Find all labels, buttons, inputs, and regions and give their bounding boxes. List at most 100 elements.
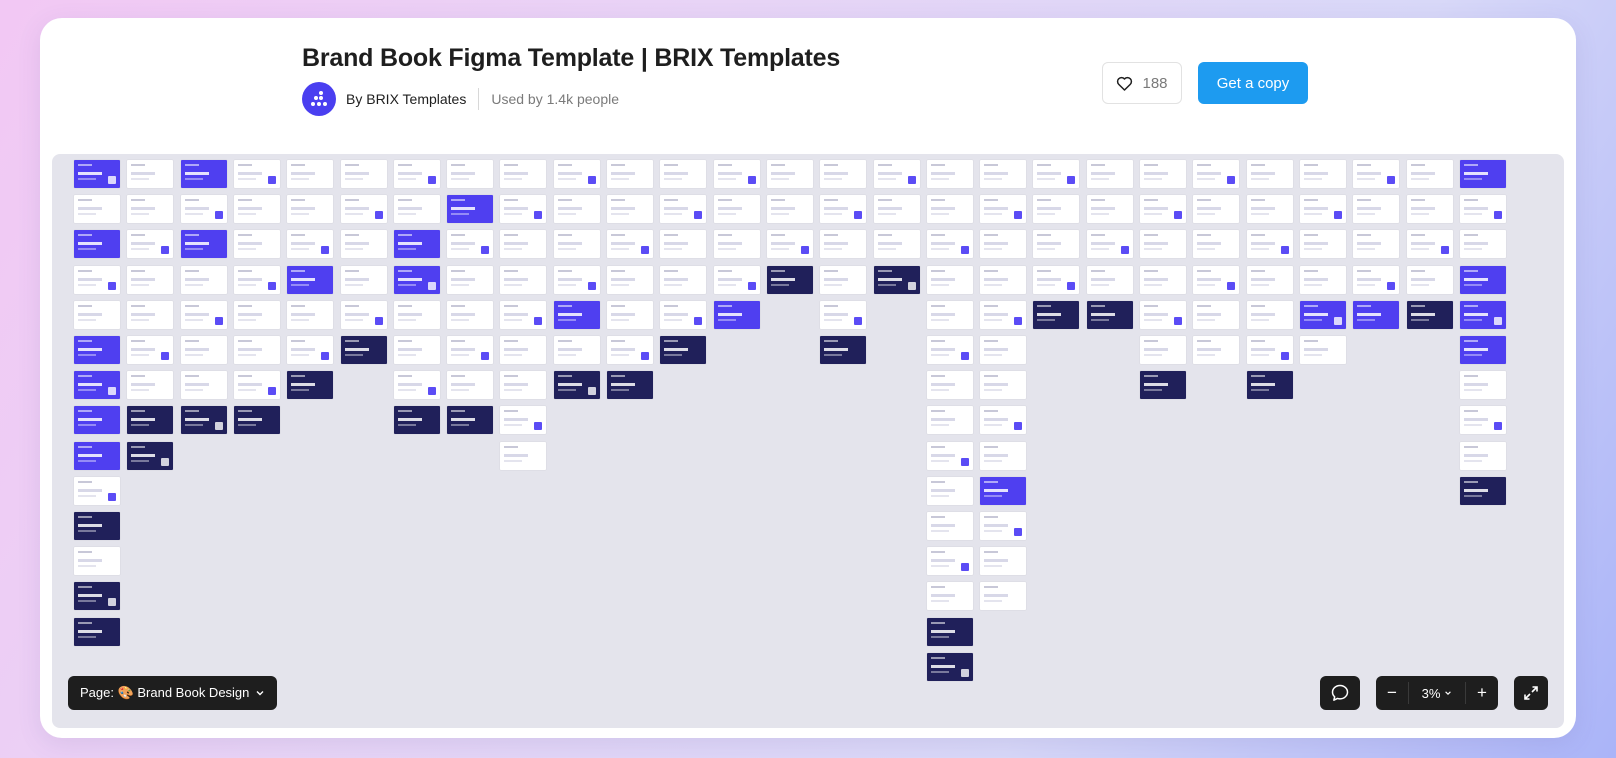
frame-thumbnail-detail: [1197, 164, 1212, 166]
comment-button[interactable]: [1320, 676, 1360, 710]
frame-thumbnail: [74, 512, 120, 540]
frame-thumbnail-detail: [1197, 318, 1216, 321]
frame-thumbnail-detail: [1463, 269, 1478, 272]
frame-thumbnail: [74, 195, 120, 224]
frame-thumbnail-detail: [1463, 340, 1478, 342]
frame-thumbnail-detail: [930, 172, 955, 175]
frame-thumbnail-detail: [557, 234, 572, 237]
frame-thumbnail-detail: [984, 551, 999, 554]
frame-thumbnail-detail: [1463, 318, 1482, 321]
chevron-down-icon: [256, 691, 264, 696]
frame-thumbnail-detail: [397, 418, 422, 422]
frame-thumbnail-detail: [534, 211, 543, 220]
frame-thumbnail-detail: [451, 242, 476, 246]
frame-thumbnail-detail: [984, 594, 1009, 598]
frame-thumbnail: [1459, 195, 1506, 224]
file-canvas-preview[interactable]: Page: 🎨 Brand Book Design − 3% +: [52, 154, 1564, 728]
frame-thumbnail: [926, 230, 973, 259]
frame-thumbnail-detail: [397, 304, 412, 307]
frame-thumbnail: [1086, 195, 1133, 224]
frame-thumbnail-detail: [1197, 207, 1222, 211]
frame-thumbnail-detail: [78, 248, 96, 251]
frame-thumbnail-detail: [1250, 340, 1265, 342]
frame-thumbnail: [74, 617, 120, 646]
frame-thumbnail-detail: [1410, 178, 1429, 180]
frame-thumbnail-detail: [587, 176, 596, 184]
frame-thumbnail-detail: [267, 281, 276, 290]
frame-thumbnail-detail: [930, 383, 955, 387]
frame-thumbnail-detail: [1144, 283, 1162, 286]
fullscreen-button[interactable]: [1514, 676, 1548, 710]
zoom-in-button[interactable]: +: [1477, 683, 1487, 702]
frame-thumbnail-detail: [374, 316, 383, 325]
frame-thumbnail-detail: [237, 242, 262, 246]
frame-thumbnail-detail: [131, 164, 146, 166]
frame-thumbnail-detail: [717, 283, 736, 286]
frame-thumbnail-detail: [504, 375, 519, 378]
frame-thumbnail-detail: [611, 207, 635, 211]
frame-thumbnail-detail: [504, 283, 523, 286]
frame-thumbnail-detail: [611, 340, 625, 342]
frame-thumbnail-detail: [611, 277, 635, 281]
frame-thumbnail: [287, 371, 334, 400]
frame-thumbnail-detail: [131, 178, 150, 180]
frame-thumbnail-detail: [1410, 213, 1429, 216]
frame-thumbnail-detail: [1357, 277, 1382, 281]
frame-thumbnail-detail: [504, 389, 523, 392]
frame-thumbnail-detail: [291, 207, 316, 211]
frame-thumbnail-detail: [824, 213, 843, 216]
frame-thumbnail-detail: [78, 565, 96, 568]
frame-thumbnail-detail: [800, 246, 809, 255]
frame-thumbnail: [980, 441, 1027, 470]
get-a-copy-button[interactable]: Get a copy: [1198, 62, 1308, 104]
frame-thumbnail-detail: [1357, 213, 1376, 216]
frame-thumbnail-detail: [451, 375, 466, 378]
frame-thumbnail-detail: [824, 178, 843, 180]
frame-thumbnail: [873, 195, 920, 224]
frame-thumbnail-detail: [1197, 340, 1212, 342]
frame-thumbnail-detail: [184, 389, 203, 392]
frame-thumbnail-detail: [984, 516, 999, 518]
frame-thumbnail-detail: [1250, 164, 1265, 166]
frame-thumbnail: [74, 406, 120, 435]
author-name-link[interactable]: By BRIX Templates: [346, 91, 467, 107]
frame-thumbnail-detail: [131, 424, 150, 427]
frame-thumbnail-detail: [984, 383, 1009, 387]
frame-thumbnail-detail: [557, 207, 582, 211]
frame-thumbnail: [1193, 265, 1240, 294]
author-avatar[interactable]: [302, 82, 336, 116]
frame-thumbnail-detail: [184, 269, 199, 272]
frame-thumbnail-detail: [747, 176, 756, 184]
frame-thumbnail-detail: [291, 269, 306, 272]
frame-thumbnail-detail: [557, 354, 576, 356]
frame-thumbnail-detail: [664, 348, 689, 351]
comment-icon: [1331, 684, 1349, 701]
frame-thumbnail: [500, 195, 547, 224]
frame-thumbnail-detail: [1493, 422, 1502, 431]
frame-thumbnail-detail: [291, 248, 310, 251]
zoom-level-dropdown[interactable]: 3%: [1408, 682, 1466, 704]
frame-thumbnail-detail: [131, 283, 150, 286]
frame-thumbnail: [926, 512, 973, 540]
frame-thumbnail-detail: [78, 524, 102, 527]
frame-thumbnail-detail: [184, 312, 209, 316]
frame-thumbnail-detail: [397, 389, 416, 392]
frame-thumbnail-detail: [131, 199, 146, 202]
page-selector-button[interactable]: Page: 🎨 Brand Book Design: [68, 676, 278, 710]
frame-thumbnail-detail: [1357, 172, 1382, 175]
frame-thumbnail-detail: [824, 248, 843, 251]
frame-thumbnail-detail: [1197, 269, 1212, 272]
frame-thumbnail: [607, 230, 653, 259]
frame-thumbnail-detail: [78, 629, 102, 633]
frame-thumbnail-detail: [504, 410, 519, 413]
frame-thumbnail: [660, 230, 707, 259]
frame-thumbnail-detail: [78, 172, 102, 175]
frame-thumbnail-detail: [1037, 318, 1056, 321]
like-button[interactable]: 188: [1102, 62, 1182, 104]
zoom-level-value: 3%: [1421, 685, 1441, 701]
zoom-out-button[interactable]: −: [1387, 683, 1397, 702]
frame-thumbnail-detail: [1014, 528, 1023, 536]
frame-thumbnail-detail: [930, 494, 949, 497]
frame-thumbnail: [766, 160, 813, 188]
frame-thumbnail-detail: [611, 348, 635, 351]
